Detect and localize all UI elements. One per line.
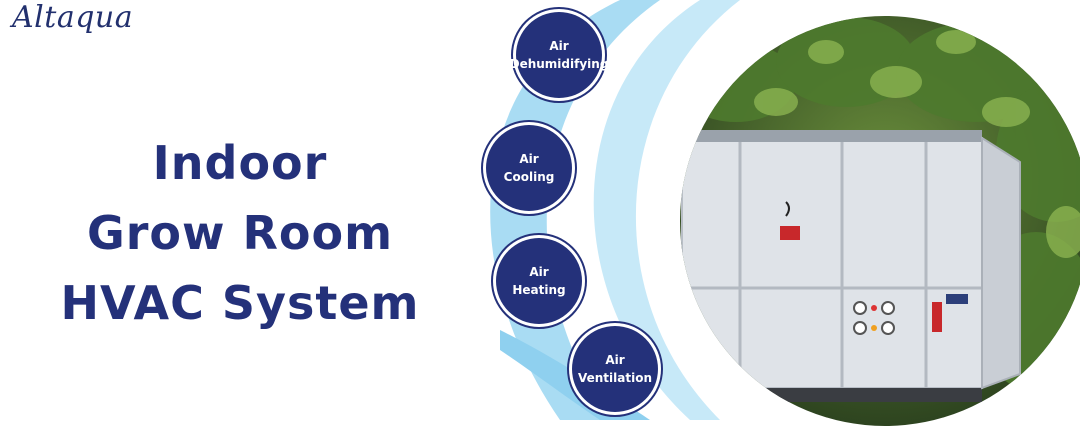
title-line: HVAC System xyxy=(60,276,420,330)
title-line: Grow Room xyxy=(86,206,394,260)
hvac-unit-photo xyxy=(676,12,1080,430)
page-title: Indoor Grow Room HVAC System xyxy=(20,128,460,338)
title-line: Indoor xyxy=(152,136,328,190)
brand-logo: Altaqua xyxy=(12,0,134,35)
